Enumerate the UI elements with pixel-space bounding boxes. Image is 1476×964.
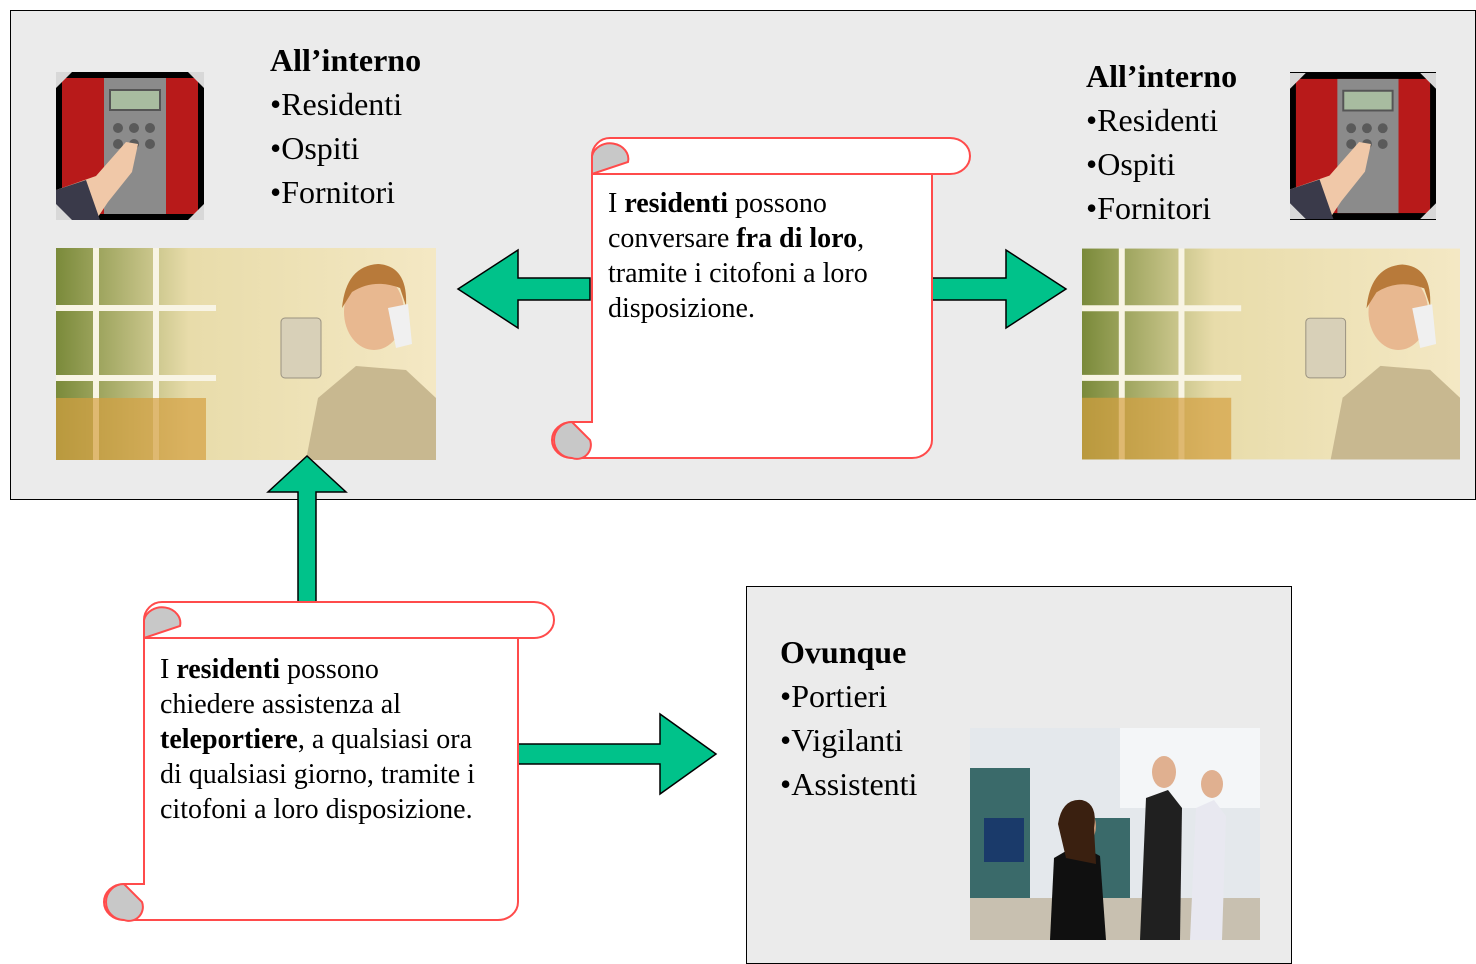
woman-phone-image-right [1082, 248, 1460, 460]
scroll-top-text-part: I [608, 188, 625, 219]
scroll-top-text-part: , tramite i citofoni a loro disposizione… [608, 223, 868, 324]
scroll-top-text: I residenti possono conversare fra di lo… [608, 186, 908, 326]
scroll-top-bold-residents: residenti [624, 188, 729, 219]
arrow-up [266, 454, 348, 603]
top-left-list: All’interno •Residenti •Ospiti •Fornitor… [270, 38, 421, 214]
scroll-bottom-text-part: I [160, 654, 177, 685]
list-item: •Residenti [270, 86, 403, 122]
list-item: •Vigilanti [780, 722, 904, 758]
scroll-bottom-text: I residenti possono chiedere assistenza … [160, 652, 480, 827]
scroll-top-bold-between: fra di loro [736, 223, 858, 254]
arrow-right [929, 248, 1068, 330]
list-item: •Residenti [1086, 102, 1219, 138]
scroll-top [551, 137, 971, 460]
arrow-left [456, 248, 591, 330]
scroll-bottom-bold-residents: residenti [176, 654, 281, 685]
intercom-keypad-image-left [56, 72, 204, 220]
top-left-heading: All’interno [270, 42, 422, 78]
list-item: •Fornitori [1086, 190, 1211, 226]
arrow-right-bottom [517, 712, 718, 796]
list-item: •Fornitori [270, 174, 395, 210]
scroll-top-text-part: possono conversare [608, 188, 827, 254]
top-right-heading: All’interno [1086, 58, 1238, 94]
list-item: •Assistenti [780, 766, 918, 802]
intercom-keypad-image-right [1290, 72, 1436, 220]
scroll-bottom-bold-teleportiere: teleportiere [160, 724, 298, 755]
list-item: •Portieri [780, 678, 888, 714]
woman-phone-image-left [56, 248, 436, 460]
list-item: •Ospiti [270, 130, 360, 166]
call-center-image [970, 728, 1260, 940]
scroll-bottom-text-part: , a qualsiasi ora di qualsiasi giorno, t… [160, 724, 475, 825]
scroll-bottom-text-part: possono chiedere assistenza al [160, 654, 401, 720]
bottom-panel-list: Ovunque •Portieri •Vigilanti •Assistenti [780, 630, 917, 806]
scroll-bottom [103, 601, 555, 922]
bottom-panel-heading: Ovunque [780, 634, 907, 670]
list-item: •Ospiti [1086, 146, 1176, 182]
top-right-list: All’interno •Residenti •Ospiti •Fornitor… [1086, 54, 1237, 230]
